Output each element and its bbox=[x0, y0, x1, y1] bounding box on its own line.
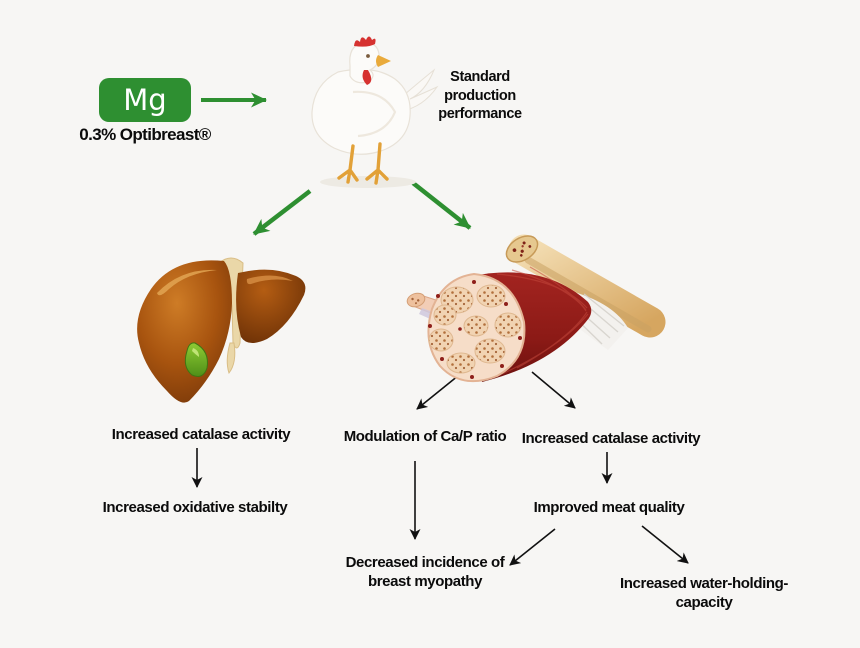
label-oxidative-stability: Increased oxidative stabilty bbox=[102, 499, 288, 516]
label-liver-catalase-activity: Increased catalase activity bbox=[111, 426, 291, 443]
dose-label: 0.3% Optibreast® bbox=[79, 125, 211, 144]
chicken-legs bbox=[337, 142, 389, 185]
mg-badge: Mg bbox=[99, 78, 191, 122]
chicken-wattle bbox=[362, 70, 372, 85]
bone-cut-end bbox=[505, 235, 539, 263]
muscle-striations bbox=[496, 266, 589, 375]
gallbladder bbox=[184, 342, 208, 377]
label-muscle-catalase-activity: Increased catalase activity bbox=[521, 430, 701, 447]
chicken-comb bbox=[354, 36, 376, 47]
liver-left-lobe-highlight bbox=[157, 269, 217, 296]
chicken-body bbox=[311, 68, 411, 155]
liver-right-lobe bbox=[236, 269, 306, 344]
muscle-icon bbox=[406, 234, 666, 383]
capillary-dots bbox=[428, 280, 522, 379]
label-water-holding-capacity: Increased water-holding-capacity bbox=[620, 575, 788, 612]
standard-performance-caption: Standard production performance bbox=[438, 69, 522, 123]
liver-icon bbox=[137, 257, 306, 403]
label-ca-p-ratio: Modulation of Ca/P ratio bbox=[343, 428, 507, 445]
gallbladder-highlight bbox=[192, 348, 199, 357]
arrow-quality-to-whc bbox=[641, 525, 689, 564]
arrow-chicken-to-liver bbox=[252, 189, 312, 236]
label-improved-meat-quality: Improved meat quality bbox=[533, 499, 685, 516]
fascicle-bundles bbox=[428, 284, 522, 374]
arrow-muscle-to-catalase bbox=[531, 371, 576, 409]
bone-shaft-shade bbox=[524, 256, 652, 333]
liver-right-lobe-highlight bbox=[246, 275, 293, 285]
liver-left-lobe bbox=[137, 260, 232, 403]
chicken-icon bbox=[311, 36, 439, 188]
label-breast-myopathy: Decreased incidence of breast myopathy bbox=[345, 554, 505, 591]
chicken-wing bbox=[352, 90, 397, 138]
arrow-chicken-to-muscle bbox=[411, 181, 472, 230]
chicken-eye bbox=[366, 54, 370, 58]
arrow-quality-to-myopathy bbox=[509, 528, 556, 566]
sheath-cut-end bbox=[406, 292, 426, 308]
bone-shaft bbox=[508, 234, 666, 338]
chicken-beak bbox=[376, 55, 391, 67]
liver-ligament-strand bbox=[226, 342, 236, 375]
